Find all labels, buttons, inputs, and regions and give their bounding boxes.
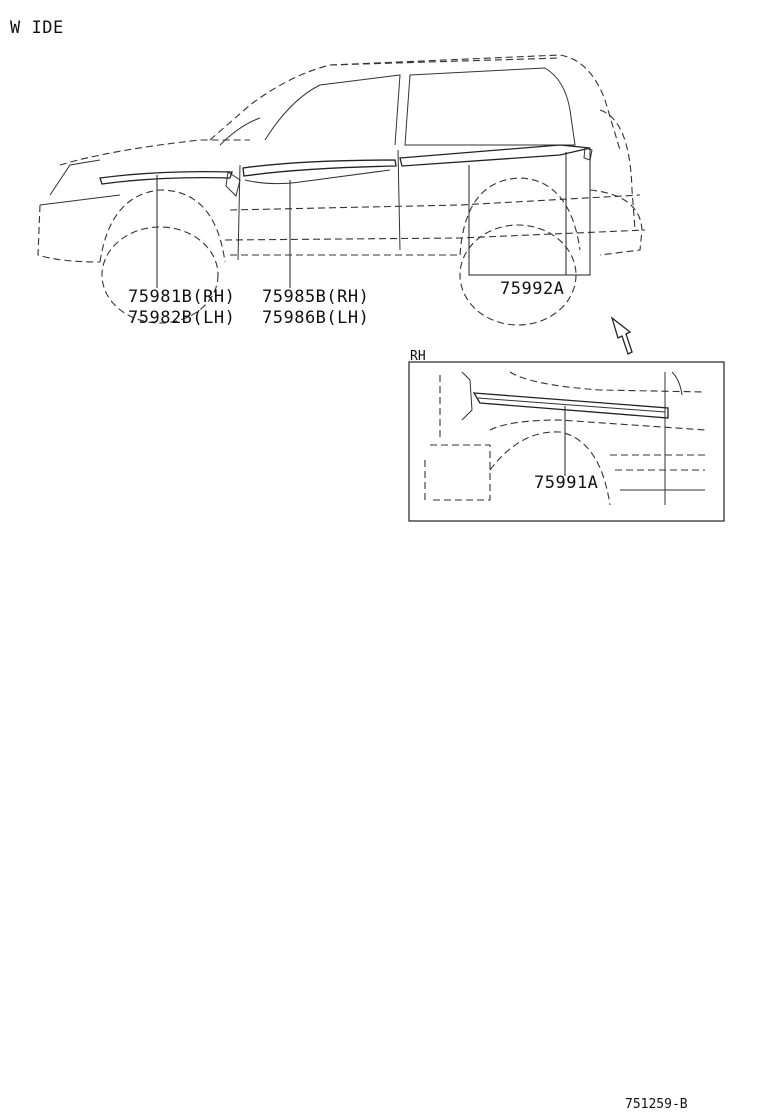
inset-rear-view — [424, 371, 706, 506]
label-75982B: 75982B(LH) — [128, 308, 235, 328]
leader-rear-bracket — [468, 148, 591, 276]
label-75981B: 75981B(RH) — [128, 287, 235, 307]
inset-side-label: RH — [410, 349, 426, 364]
label-75985B: 75985B(RH) — [262, 287, 369, 307]
label-75986B: 75986B(LH) — [262, 308, 369, 328]
diagram-id: 751259-B — [625, 1097, 688, 1112]
inset-moulding — [472, 392, 669, 419]
label-75992A: 75992A — [500, 279, 564, 299]
inset-frame — [408, 361, 725, 522]
label-75991A: 75991A — [534, 473, 598, 493]
variant-label: W IDE — [10, 18, 64, 38]
arrow-up-icon — [610, 316, 633, 355]
